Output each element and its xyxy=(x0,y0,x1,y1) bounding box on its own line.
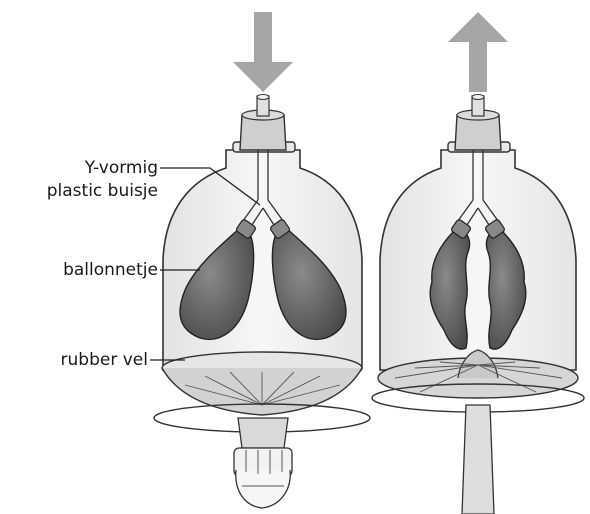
label-y-tube-line1: Y-vormig xyxy=(38,157,158,179)
right-model-inhale xyxy=(372,12,584,514)
left-hand-pulling xyxy=(234,448,292,508)
left-model-exhale xyxy=(154,12,370,508)
down-arrow-icon xyxy=(233,12,293,92)
label-y-tube-line2: plastic buisje xyxy=(8,180,158,202)
right-handle-rod xyxy=(462,405,494,514)
label-rubber-sheet: rubber vel xyxy=(8,349,148,371)
left-handle xyxy=(238,418,288,448)
right-bell-jar xyxy=(380,150,576,370)
label-balloon: ballonnetje xyxy=(8,259,158,281)
up-arrow-icon xyxy=(448,12,508,92)
